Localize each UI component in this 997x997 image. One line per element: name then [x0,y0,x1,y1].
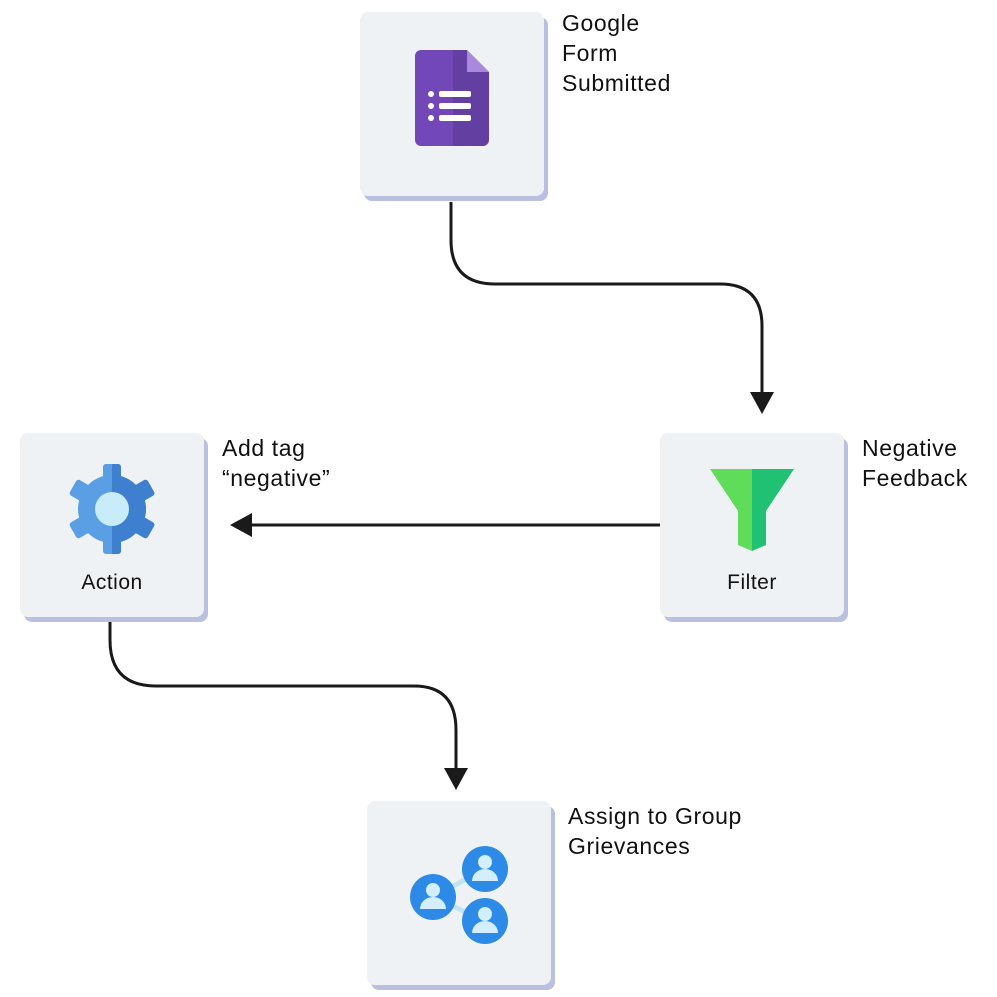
action-title: Action [81,571,143,594]
caption-form: Google Form Submitted [562,10,671,96]
caption-assign: Assign to Group Grievances [568,803,742,859]
arrowhead-filter [750,392,774,414]
node-google-form[interactable] [360,12,544,196]
gear-icon [66,463,158,560]
edge-form-to-filter [449,202,764,392]
arrowhead-assign [444,768,468,790]
caption-filter: Negative Feedback [862,435,968,491]
filter-title: Filter [727,571,777,594]
google-forms-icon [415,50,489,151]
group-network-icon [407,845,511,950]
caption-action: Add tag “negative” [222,435,331,491]
arrowhead-action [230,513,252,537]
node-action[interactable]: Action [20,433,204,617]
edge-action-to-assign [108,622,458,768]
node-filter[interactable]: Filter [660,433,844,617]
node-assign-group[interactable] [367,801,551,985]
funnel-icon [710,469,794,558]
